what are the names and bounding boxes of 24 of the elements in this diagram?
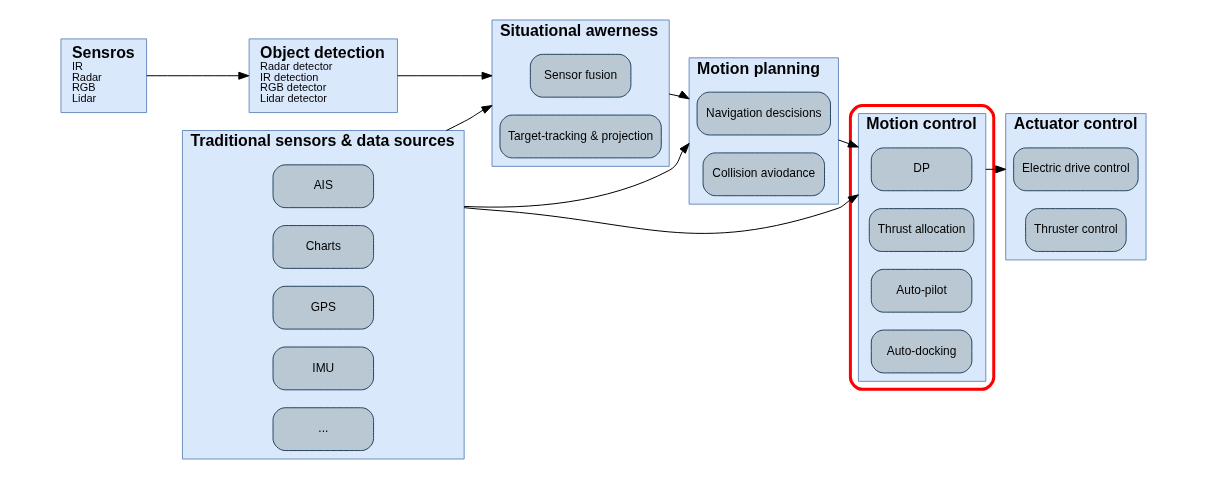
- arrow: [396, 71, 492, 80]
- node-box: Auto-docking: [870, 329, 972, 374]
- node-box: Sensor fusion: [529, 53, 631, 98]
- node-box: Charts: [272, 225, 374, 269]
- node-box: Navigation descisions: [696, 91, 831, 136]
- node-box: Object detection Radar detector IR detection RGB detector Lidar detector: [248, 38, 398, 114]
- arrow: [445, 105, 492, 131]
- arrow: [145, 71, 249, 80]
- node-box: IMU: [272, 346, 374, 391]
- node-box: ...: [272, 407, 374, 452]
- arrow: [463, 142, 690, 208]
- node-box: Thrust allocation: [868, 208, 974, 252]
- node-box: DP: [870, 147, 972, 192]
- node-box: GPS: [272, 285, 374, 330]
- node-box: Collision aviodance: [702, 152, 825, 197]
- node-box: Electric drive control: [1012, 147, 1139, 192]
- arrow: [837, 139, 859, 148]
- node-box: Thruster control: [1024, 208, 1127, 252]
- arrow: [668, 90, 690, 100]
- node-box: Auto-pilot: [870, 268, 972, 313]
- node-box: AIS: [272, 164, 374, 209]
- arrow: [463, 194, 859, 234]
- node-box: Sensros IR Radar RGB Lidar: [60, 38, 147, 114]
- node-box: Target-tracking & projection: [499, 114, 662, 159]
